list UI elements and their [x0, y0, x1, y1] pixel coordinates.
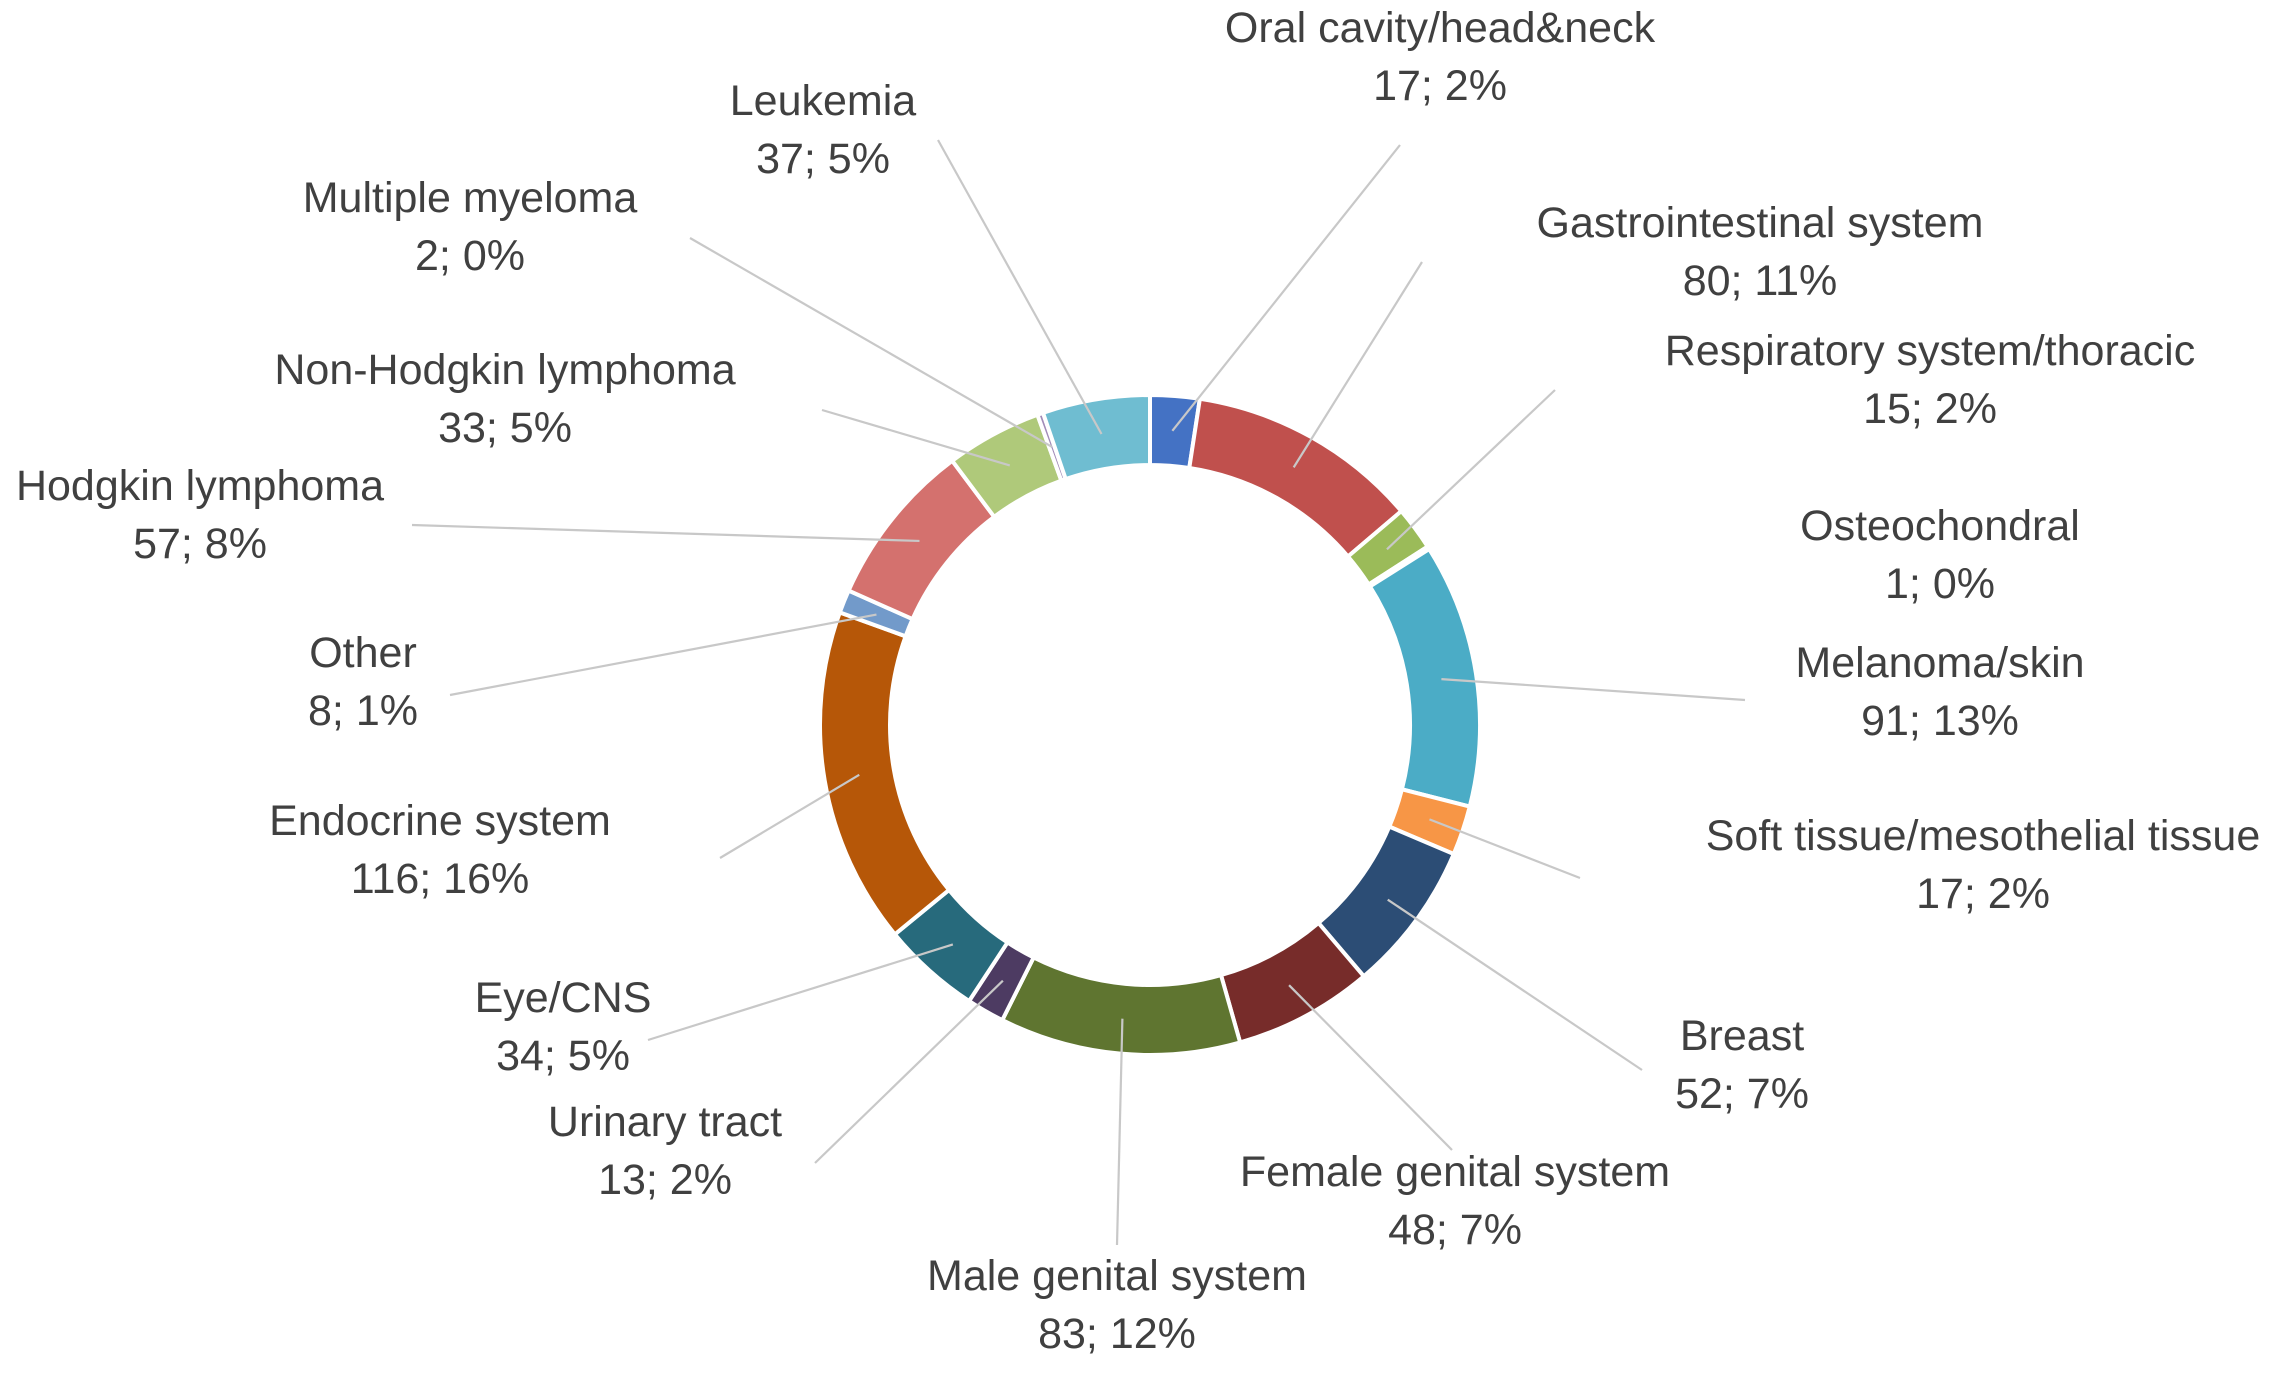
- slice-value-label-melanoma-skin: 91; 13%: [1861, 697, 2019, 745]
- slice-value-label-male-genital-system: 83; 12%: [1038, 1310, 1196, 1358]
- slice-label-multiple-myeloma: Multiple myeloma: [303, 174, 638, 222]
- slice-value-label-soft-tissue-mesothelial-tissue: 17; 2%: [1916, 870, 2050, 918]
- slice-value-label-endocrine-system: 116; 16%: [351, 855, 530, 903]
- slice-endocrine-system: [818, 609, 952, 938]
- slice-gastrointestinal-system: [1187, 396, 1405, 560]
- slice-value-label-non-hodgkin-lymphoma: 33; 5%: [438, 404, 572, 452]
- slice-value-label-gastrointestinal-system: 80; 11%: [1683, 257, 1838, 305]
- slice-label-other: Other: [309, 629, 417, 677]
- slice-value-label-urinary-tract: 13; 2%: [598, 1156, 732, 1204]
- slice-value-label-breast: 52; 7%: [1675, 1070, 1809, 1118]
- leader-line-male-genital-system: [1115, 1018, 1124, 1246]
- leader-line-respiratory-system-thoracic: [1386, 389, 1556, 551]
- leader-line-eye-cns: [647, 943, 954, 1042]
- slice-value-label-female-genital-system: 48; 7%: [1388, 1206, 1522, 1254]
- slice-value-label-leukemia: 37; 5%: [756, 135, 890, 183]
- leader-line-soft-tissue-mesothelial-tissue: [1429, 818, 1581, 880]
- leader-line-female-genital-system: [1288, 984, 1453, 1151]
- slice-value-label-respiratory-system-thoracic: 15; 2%: [1863, 385, 1997, 433]
- slice-label-male-genital-system: Male genital system: [927, 1252, 1307, 1300]
- leader-lines: [411, 139, 1746, 1246]
- slice-label-osteochondral: Osteochondral: [1800, 502, 2080, 550]
- slice-label-breast: Breast: [1680, 1012, 1804, 1060]
- slice-value-label-hodgkin-lymphoma: 57; 8%: [133, 520, 267, 568]
- slice-value-label-eye-cns: 34; 5%: [496, 1032, 630, 1080]
- slice-label-gastrointestinal-system: Gastrointestinal system: [1537, 199, 1984, 247]
- slice-label-urinary-tract: Urinary tract: [548, 1098, 782, 1146]
- leader-line-urinary-tract: [814, 979, 1004, 1164]
- slice-value-label-osteochondral: 1; 0%: [1885, 560, 1995, 608]
- slice-label-female-genital-system: Female genital system: [1240, 1148, 1670, 1196]
- leader-line-oral-cavity-head-neck: [1171, 144, 1401, 432]
- leader-line-multiple-myeloma: [689, 237, 1053, 448]
- slice-label-soft-tissue-mesothelial-tissue: Soft tissue/mesothelial tissue: [1706, 812, 2261, 860]
- leader-line-non-hodgkin-lymphoma: [821, 408, 1011, 467]
- slice-label-endocrine-system: Endocrine system: [269, 797, 611, 845]
- leader-line-breast: [1387, 898, 1643, 1071]
- slice-labels: Oral cavity/head&neck 17; 2% Gastrointesti…: [16, 4, 2260, 1358]
- slice-value-label-oral-cavity-head-neck: 17; 2%: [1373, 62, 1507, 110]
- slice-label-hodgkin-lymphoma: Hodgkin lymphoma: [16, 462, 384, 510]
- leader-line-leukemia: [937, 139, 1103, 435]
- slice-label-eye-cns: Eye/CNS: [475, 974, 652, 1022]
- leader-line-other: [449, 613, 877, 697]
- slice-melanoma-skin: [1367, 546, 1482, 810]
- slice-value-label-multiple-myeloma: 2; 0%: [415, 232, 525, 280]
- slice-label-respiratory-system-thoracic: Respiratory system/thoracic: [1665, 327, 2196, 375]
- leader-line-endocrine-system: [719, 773, 860, 859]
- slice-leukemia: [1040, 392, 1152, 482]
- slice-label-leukemia: Leukemia: [730, 77, 917, 125]
- slice-value-label-other: 8; 1%: [308, 687, 418, 735]
- slice-label-non-hodgkin-lymphoma: Non-Hodgkin lymphoma: [274, 346, 735, 394]
- leader-line-gastrointestinal-system: [1292, 261, 1423, 468]
- leader-line-melanoma-skin: [1441, 678, 1746, 702]
- slice-label-melanoma-skin: Melanoma/skin: [1795, 639, 2084, 687]
- leader-line-hodgkin-lymphoma: [411, 523, 920, 543]
- slice-label-oral-cavity-head-neck: Oral cavity/head&neck: [1225, 4, 1656, 52]
